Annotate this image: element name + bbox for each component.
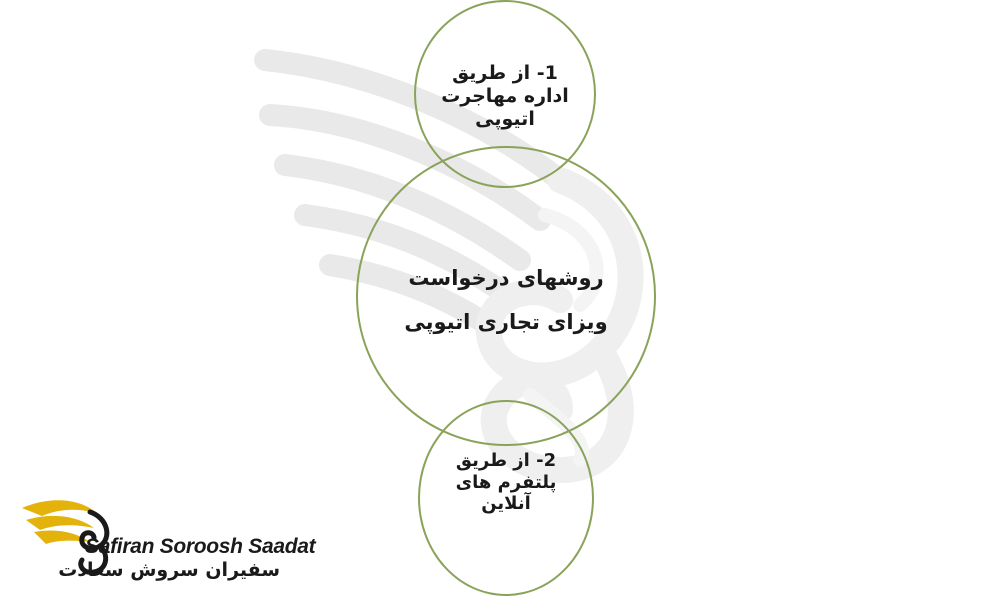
bottom-circle	[418, 400, 594, 596]
bottom-node-line-1: 2- از طریق	[455, 450, 557, 471]
bottom-node-line-3: آنلاین	[481, 493, 531, 515]
bottom-node-text: 2- از طریق پلتفرم های آنلاین	[418, 450, 594, 515]
logo-name-fa: سفیران سروش سعادت	[58, 559, 280, 581]
logo-name-en: Safiran Soroosh Saadat	[85, 535, 316, 558]
center-node-line-1: روشهای درخواست	[408, 266, 604, 290]
safiran-wing-logo-icon	[22, 500, 110, 575]
bottom-node-line-2: پلتفرم های	[455, 471, 557, 493]
top-node-text: 1- از طریق اداره مهاجرت اتیوپی	[414, 62, 596, 130]
center-node-line-2: ویزای تجاری اتیوپی	[404, 310, 608, 335]
top-node-line-2: اداره مهاجرت	[441, 84, 569, 107]
center-node-text: روشهای درخواست ویزای تجاری اتیوپی	[356, 256, 656, 344]
top-node-line-3: اتیوپی	[475, 107, 535, 130]
top-node-line-1: 1- از طریق	[452, 62, 558, 84]
